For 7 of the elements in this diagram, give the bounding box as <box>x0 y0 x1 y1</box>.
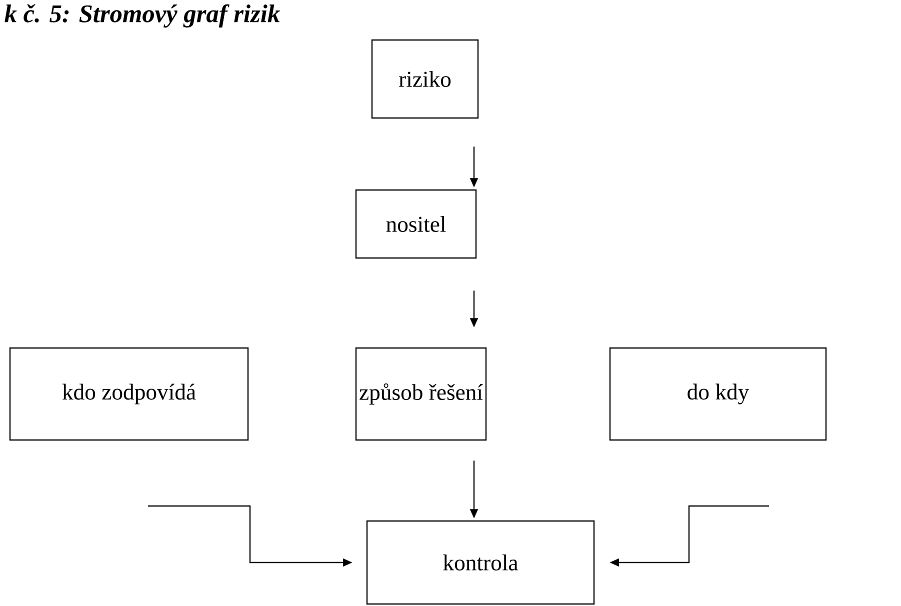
text-box: způsob řešení <box>355 347 487 441</box>
title: k č. 5: Stromový graf rizik <box>4 4 280 28</box>
text-box: riziko <box>371 39 479 119</box>
text-box: do kdy <box>609 347 827 441</box>
text-box: kontrola <box>366 520 595 605</box>
text-box: kdo zodpovídá <box>9 347 249 441</box>
text-box: nositel <box>355 189 477 259</box>
